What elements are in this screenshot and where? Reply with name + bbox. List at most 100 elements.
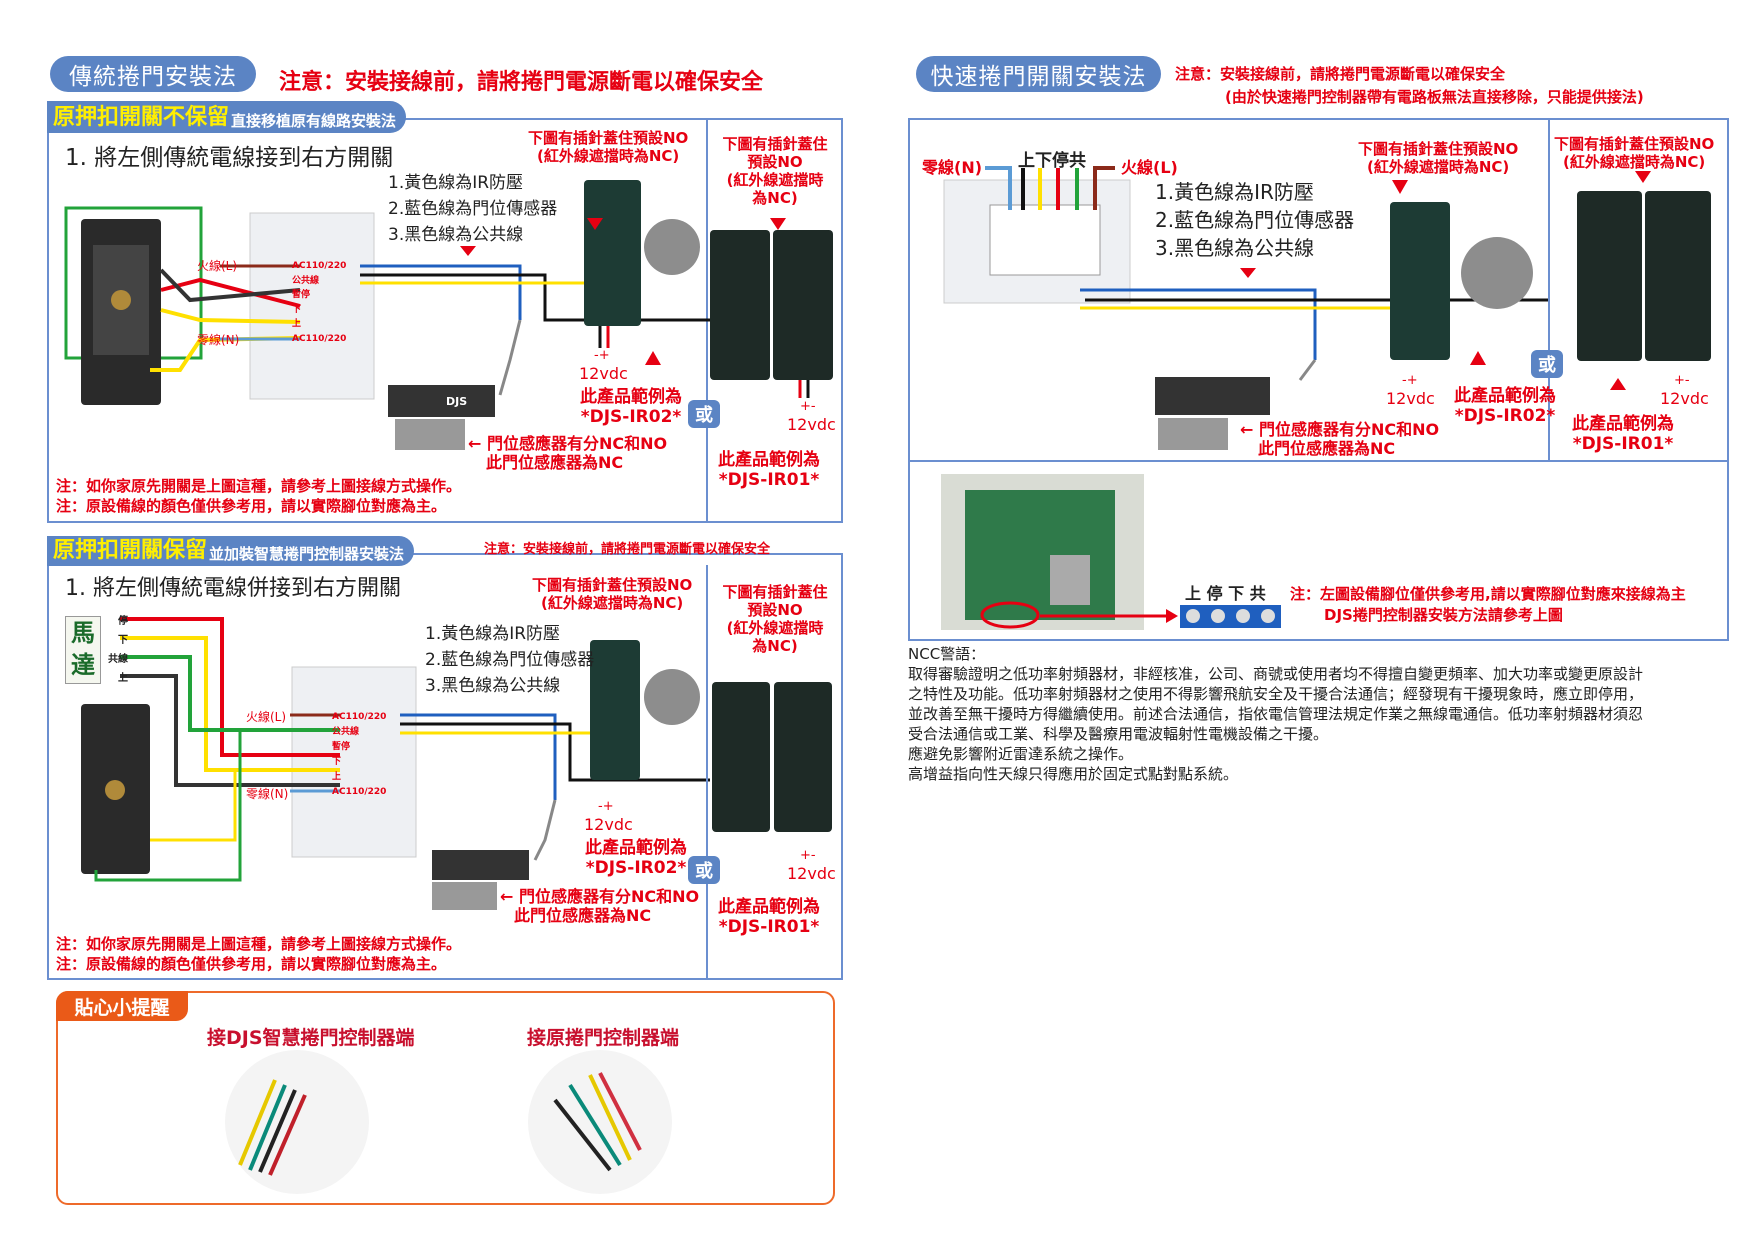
header-sub: 並加裝智慧捲門控制器安裝法	[209, 545, 405, 563]
ir02-label-1: 下圖有插針蓋住預設NO(紅外線遮擋時為NC)	[528, 129, 688, 165]
or-badge: 或	[688, 400, 720, 428]
legend-item: 3.黑色線為公共線	[425, 676, 561, 696]
model-line: 此產品範例為	[585, 838, 687, 858]
divider	[706, 565, 708, 980]
note-line: 此門位感應器為NC	[486, 453, 624, 472]
note-line: 注：原設備線的顏色僅供參考用，請以實際腳位對應為主。	[56, 497, 447, 515]
terminal: 共線	[108, 654, 128, 665]
legend-item: 3.黑色線為公共線	[1155, 236, 1315, 260]
legend-item: 1.黃色線為IR防壓	[425, 624, 561, 644]
reflector-r	[1461, 237, 1533, 309]
step-2: 1. 將左側傳統電線併接到右方開關	[65, 576, 401, 601]
notes-2: 注：如你家原先開關是上圖這種，請參考上圖接線方式操作。注：原設備線的顏色僅供參考…	[56, 934, 461, 974]
note-line: ← 門位感應器有分NC和NO	[500, 887, 700, 906]
header-main: 原押扣開關不保留	[53, 105, 230, 130]
safety-warning-right: 注意：安裝接線前，請將捲門電源斷電以確保安全	[1175, 65, 1506, 83]
note-line: 注：如你家原先開關是上圖這種，請參考上圖接線方式操作。	[56, 477, 462, 495]
wire-legend-r: 1.黃色線為IR防壓 2.藍色線為門位傳感器 3.黑色線為公共線	[1155, 178, 1354, 262]
vdc-label: 12vdc	[1660, 389, 1709, 408]
model-ir02-r: 此產品範例為*DJS-IR02*	[1454, 386, 1556, 426]
smart-switch-2	[291, 666, 417, 858]
note-line: ← 門位感應器有分NC和NO	[468, 434, 668, 453]
vdc-label: 12vdc	[787, 864, 836, 883]
door-sensor-1	[388, 385, 495, 417]
reflector-2	[644, 669, 700, 725]
polarity: +-	[1674, 373, 1690, 388]
terminal: 下	[292, 304, 302, 315]
ir01-sensor-a-r	[1577, 191, 1642, 361]
label-line: 下圖有插針蓋住	[722, 135, 828, 153]
terminal: 上	[332, 772, 342, 782]
terminal: 下	[332, 757, 342, 767]
ir02-label-r: 下圖有插針蓋住預設NO(紅外線遮擋時為NC)	[1358, 140, 1518, 176]
tips-photos	[225, 1050, 672, 1194]
label-line: 預設NO	[747, 153, 803, 171]
or-badge: 或	[688, 856, 720, 884]
model-ir02-2: 此產品範例為*DJS-IR02*	[585, 838, 687, 878]
model-line: 此產品範例為	[580, 387, 682, 407]
door-sensor-r	[1155, 377, 1270, 415]
ir02-sensor-r	[1390, 202, 1450, 360]
label-line: 下圖有插針蓋住預設NO	[1554, 135, 1715, 153]
tips-title: 貼心小提醒	[56, 991, 188, 1021]
vdc-label: 12vdc	[584, 815, 633, 834]
note-line: 注：左圖設備腳位僅供參考用,請以實際腳位對應來接線為主	[1290, 585, 1686, 603]
label-line: (紅外線遮擋時為NC)	[1367, 158, 1510, 176]
label-line: 下圖有插針蓋住預設NO	[1358, 140, 1519, 158]
ncc-line: 應避免影響附近雷達系統之操作。	[908, 745, 1134, 763]
polarity: -+	[1402, 373, 1418, 388]
ir01-sensor-b-r	[1645, 191, 1711, 361]
section-title-traditional: 傳統捲門安裝法	[50, 56, 256, 92]
ncc-line: 之特性及功能。低功率射頻器材之使用不得影響飛航安全及干擾合法通信；經發現有干擾現…	[908, 685, 1644, 703]
terminal: AC110/220	[332, 787, 387, 797]
model-ir01-r: 此產品範例為*DJS-IR01*	[1572, 414, 1674, 454]
ir01-sensor-b-1	[773, 230, 833, 380]
ir01-sensor-a-1	[710, 230, 770, 380]
note-line: 注：原設備線的顏色僅供參考用，請以實際腳位對應為主。	[56, 955, 447, 973]
smart-switch-1	[249, 212, 375, 400]
right-box	[908, 118, 1729, 641]
terminal: 公共線	[292, 275, 320, 286]
model-line: 此產品範例為	[1454, 386, 1556, 406]
ir01-sensor-a-2	[712, 682, 770, 832]
ncc-line: 並改善至無干擾時方得繼續使用。前述合法通信，指依電信管理法規定作業之無線電通信。…	[908, 705, 1644, 723]
legend-item: 1.黃色線為IR防壓	[1155, 180, 1314, 204]
ir01-label-2: 下圖有插針蓋住預設NO(紅外線遮擋時為NC)	[719, 583, 831, 655]
label-line: (紅外線遮擋時為NC)	[541, 594, 684, 612]
label-line: (紅外線遮擋時為NC)	[537, 147, 680, 165]
terminal: 下	[118, 635, 128, 646]
legend-item: 3.黑色線為公共線	[388, 225, 524, 245]
tips-djs-label: 接DJS智慧捲門控制器端	[207, 1027, 415, 1049]
ncc-warning: NCC警語： 取得審驗證明之低功率射頻器材，非經核准，公司、商號或使用者均不得擅…	[908, 644, 1643, 784]
model-line: 此產品範例為	[718, 897, 820, 917]
label-line: 下圖有插針蓋住預設NO	[532, 576, 693, 594]
model-line: *DJS-IR01*	[718, 917, 820, 937]
model-ir01-2: 此產品範例為*DJS-IR01*	[718, 897, 820, 937]
section1-box	[47, 118, 843, 523]
label-line: (紅外線遮擋時	[726, 171, 824, 189]
model-line: *DJS-IR02*	[580, 407, 682, 427]
or-badge: 或	[1531, 350, 1563, 378]
ncc-line: 高增益指向性天線只得應用於固定式點對點系統。	[908, 765, 1239, 783]
label-line: 為NC)	[752, 637, 798, 655]
block-terminal-labels: 上 停 下 共	[1185, 584, 1266, 603]
terminal: 停	[118, 616, 128, 627]
model-line: *DJS-IR01*	[1572, 434, 1674, 454]
safety-warning-right-2: (由於快速捲門控制器帶有電路板無法直接移除，只能提供接法)	[1225, 88, 1644, 106]
polarity: -+	[598, 799, 614, 814]
model-ir01-1: 此產品範例為*DJS-IR01*	[718, 450, 820, 490]
terminal: 上	[292, 319, 302, 329]
label-line: (紅外線遮擋時	[726, 619, 824, 637]
vdc-label: 12vdc	[1386, 389, 1435, 408]
note-line: ← 門位感應器有分NC和NO	[1240, 420, 1440, 439]
neutral-label-r: 零線(N)	[922, 158, 983, 177]
terminal-labels: 上下停共	[1018, 151, 1086, 171]
tips-box	[56, 991, 835, 1205]
terminal-block	[1180, 605, 1281, 628]
motor-label: 馬達	[65, 616, 101, 684]
